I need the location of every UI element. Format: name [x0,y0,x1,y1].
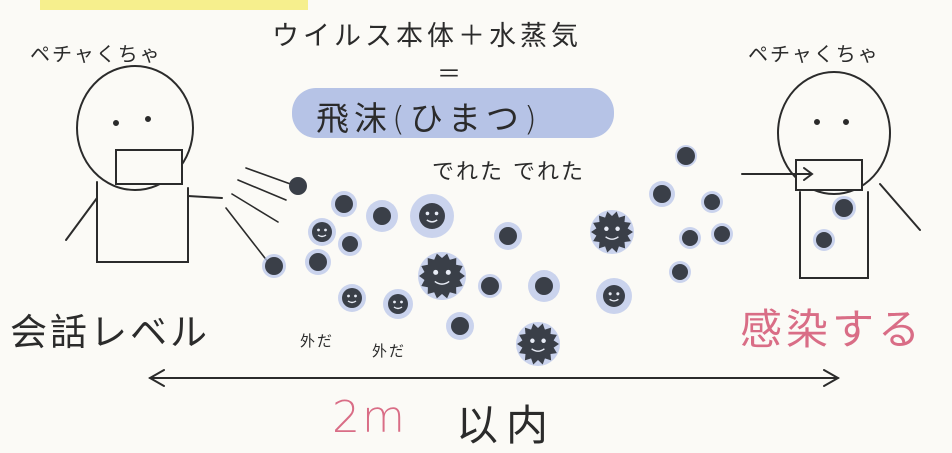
virus-icon [342,288,362,308]
virus-eye [608,292,612,296]
virus-mouth [426,219,438,223]
virus-icon [535,277,553,295]
virus-eye [393,300,396,304]
droplet-pill [292,88,614,138]
virus-icon [682,230,698,246]
virus-icon [714,226,730,242]
virus-mouth [393,306,403,310]
virus-eye [604,226,609,232]
droplet-cloud [262,145,856,366]
virus-icon [312,222,332,242]
came-out-note: でれた でれた [432,160,585,185]
virus-icon [835,199,853,217]
virus-eye [434,211,439,216]
virus-icon [816,232,832,248]
virus-eye [445,269,451,275]
virus-icon [342,236,358,252]
outside-note-2: 外だ [372,342,407,360]
virus-icon [265,257,283,275]
virus-icon [481,277,499,295]
heading-equals: ＝ [437,60,463,88]
virus-icon [603,285,625,307]
virus-mouth [434,280,450,285]
virus-mouth [531,348,545,352]
virus-icon [653,185,671,203]
person-right [741,71,921,279]
virus-eye [541,338,546,344]
virus-icon [373,207,391,225]
distance-value: 2m [332,392,407,443]
highlight-strip [40,0,308,10]
heading-title: ウイルス本体＋水蒸気 [272,21,582,52]
virus-eye [324,228,327,232]
virus-eye [616,292,620,296]
droplet-label: 飛沫(ひまつ) [316,99,542,138]
right-chatter: ペチャくちゃ [748,42,880,66]
virus-mouth [609,298,619,302]
virus-icon [672,264,688,280]
virus-eye [530,338,535,344]
virus-icon [289,177,307,195]
virus-icon [677,147,695,165]
virus-eye [425,211,430,216]
speech-lines [225,167,297,263]
conversation-level-label: 会話レベル [10,311,210,354]
outside-note-1: 外だ [300,332,335,350]
infect-label: 感染する [740,305,925,354]
virus-icon [388,294,408,314]
virus-eye [347,294,350,298]
virus-icon [424,258,460,294]
virus-mouth [317,234,327,238]
virus-icon [335,195,353,213]
virus-eye [317,228,320,232]
person-left [65,65,223,263]
virus-mouth [347,300,357,304]
virus-mouth [605,236,619,240]
virus-eye [400,300,403,304]
virus-icon [309,253,327,271]
virus-eye [615,226,620,232]
virus-icon [419,203,445,229]
virus-icon [596,216,628,248]
virus-icon [522,328,554,360]
virus-icon [704,194,720,210]
virus-icon [451,317,469,335]
distance-suffix: 以内 [456,401,557,450]
virus-eye [354,294,357,298]
left-chatter: ペチャくちゃ [30,42,162,66]
virus-eye [433,269,439,275]
virus-icon [499,227,517,245]
distance-arrow [147,369,841,387]
